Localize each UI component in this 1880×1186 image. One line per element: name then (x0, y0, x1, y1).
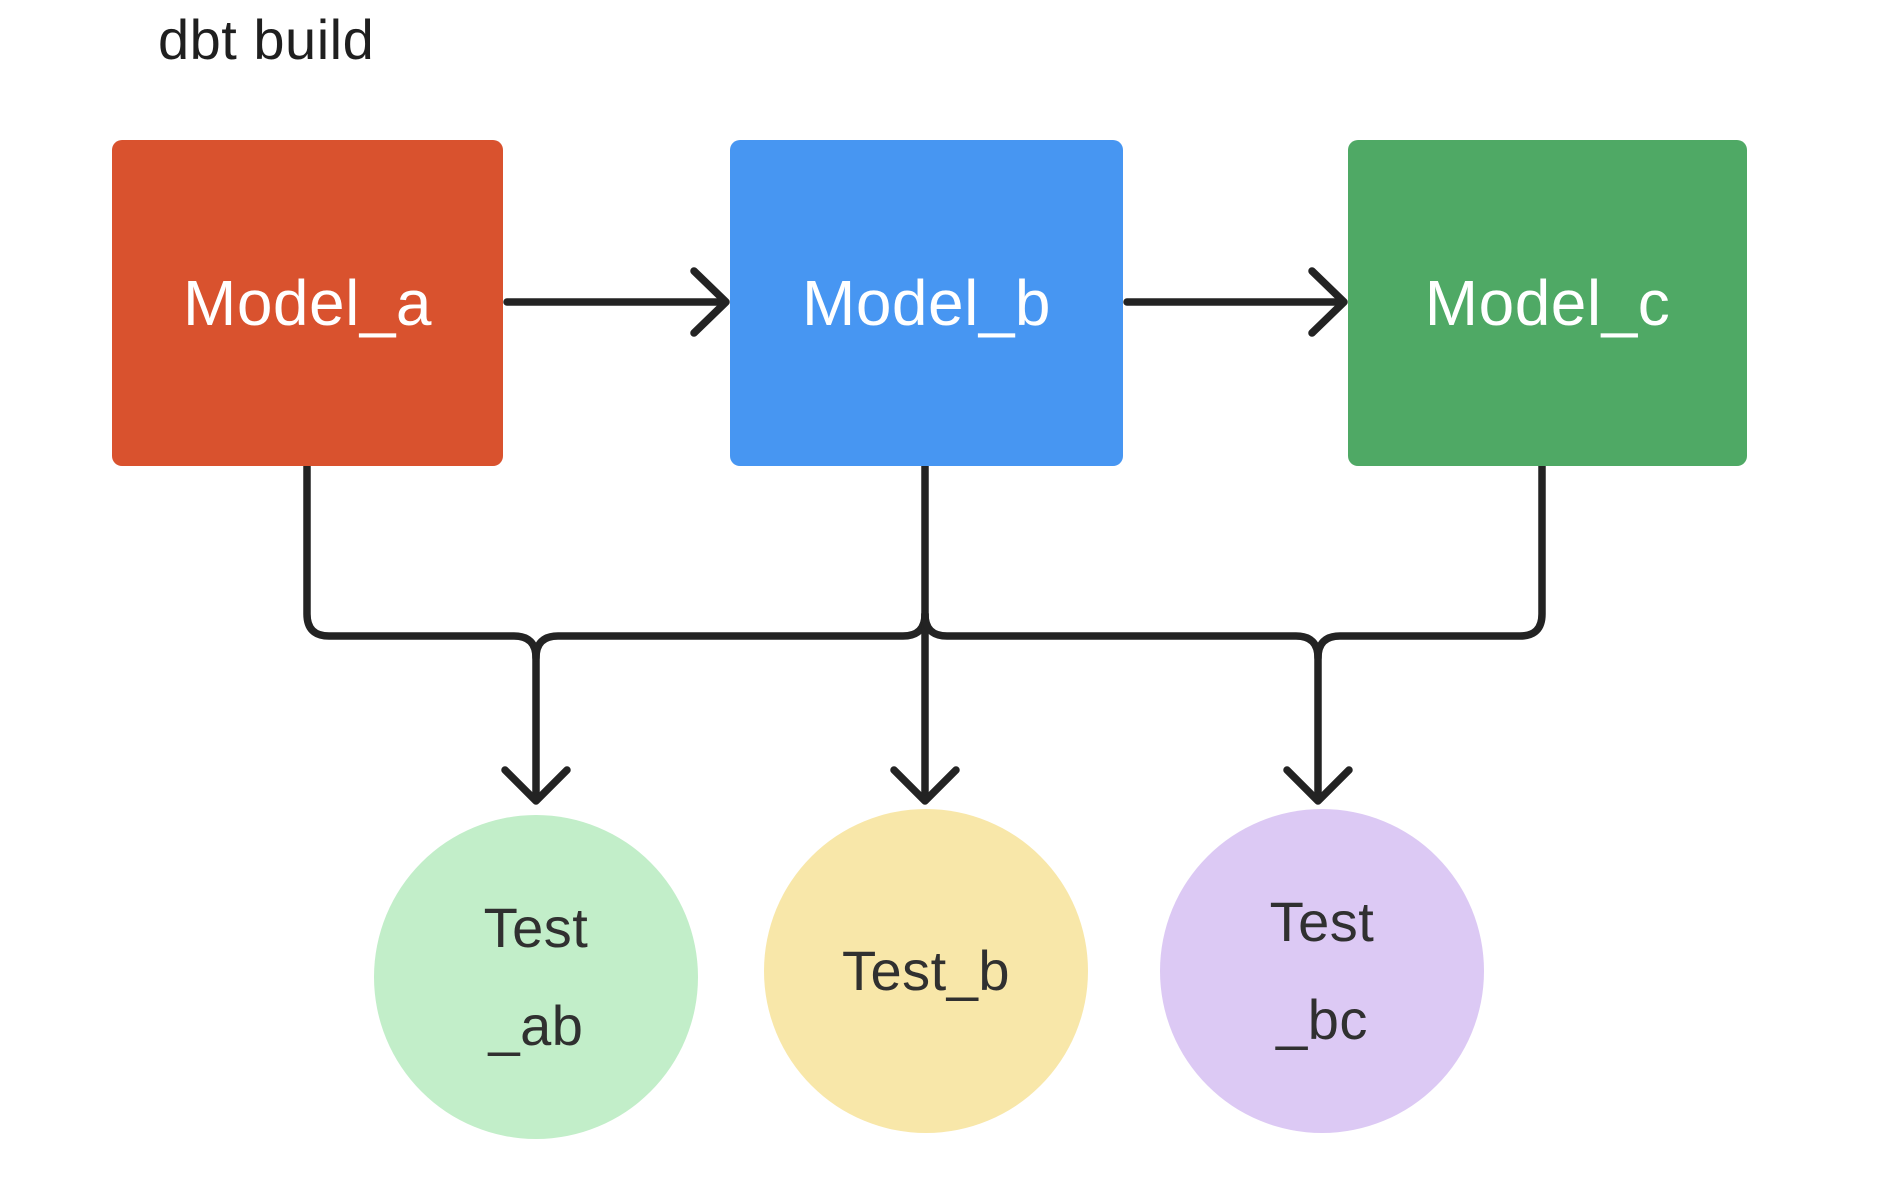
node-model-c: Model_c (1348, 140, 1747, 466)
node-model-c-label: Model_c (1424, 267, 1671, 339)
node-test-bc: Test _bc (1160, 809, 1484, 1133)
diagram-title: dbt build (158, 8, 375, 71)
node-test-b-label: Test_b (842, 939, 1010, 1002)
edge-rail-test-ab-to-model-b (532, 610, 929, 662)
node-model-b: Model_b (730, 140, 1123, 466)
edge-model-c-to-test-bc (1314, 462, 1546, 801)
node-model-b-label: Model_b (802, 267, 1051, 339)
arrowhead-model-b-icon (690, 267, 730, 337)
arrowhead-test-ab-icon (501, 766, 571, 805)
node-test-ab-label: Test _ab (483, 896, 589, 1057)
edge-model-a-to-test-ab (303, 462, 540, 801)
node-model-a-label: Model_a (183, 267, 432, 339)
edge-rail-model-b-to-test-bc (921, 610, 1322, 662)
node-test-ab: Test _ab (374, 815, 698, 1139)
node-test-bc-label: Test _bc (1269, 890, 1375, 1051)
node-model-a: Model_a (112, 140, 503, 466)
arrowhead-model-c-icon (1308, 267, 1348, 337)
arrowhead-test-b-icon (890, 766, 960, 805)
arrowhead-test-bc-icon (1283, 766, 1353, 805)
node-test-b: Test_b (764, 809, 1088, 1133)
